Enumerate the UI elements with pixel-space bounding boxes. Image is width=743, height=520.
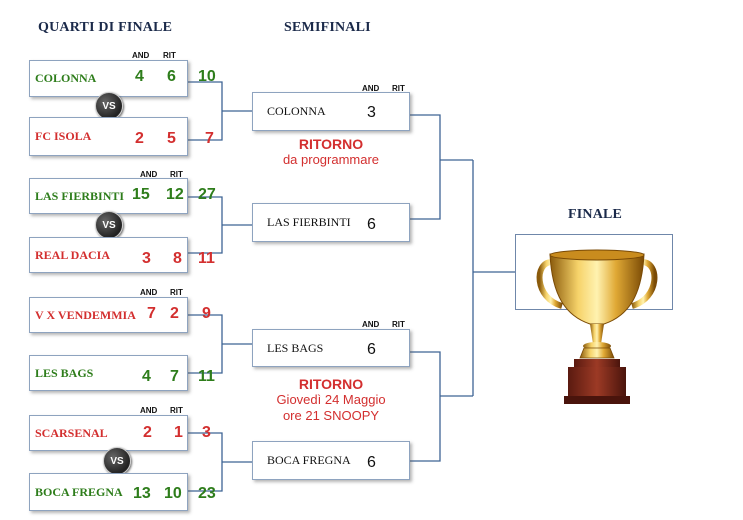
sf1-box: COLONNA 3	[252, 92, 410, 131]
qf2-home-leg2: 12	[166, 186, 184, 203]
qf1-away-total: 7	[205, 130, 214, 147]
note-title: RITORNO	[298, 136, 364, 152]
qf2-home-total: 27	[198, 186, 216, 203]
qf3-away-box: LES BAGS	[29, 355, 188, 391]
qf3-home-leg1: 7	[147, 305, 156, 322]
qf2-home-leg1: 15	[132, 186, 150, 203]
sf3-box: LES BAGS 6	[252, 329, 410, 367]
score-header-first-leg: AND	[140, 288, 158, 297]
connector-sf-top	[410, 114, 441, 220]
qf2-away-total: 11	[198, 250, 215, 267]
team-name: COLONNA	[35, 71, 97, 85]
connector-qf2	[188, 196, 223, 254]
team-name: V X VENDEMMIA	[35, 307, 136, 322]
vs-badge-icon: VS	[95, 92, 123, 120]
note-line: ore 21 SNOOPY	[282, 408, 380, 423]
connector-qf3	[188, 314, 223, 374]
semi-score: 6	[367, 341, 376, 358]
semi-score: 3	[367, 104, 376, 121]
score-header-second-leg: RIT	[392, 84, 405, 93]
qf3-home-box: V X VENDEMMIA	[29, 297, 188, 333]
team-name: REAL DACIA	[35, 247, 111, 262]
score-header-first-leg: AND	[362, 84, 380, 93]
vs-badge-icon: VS	[103, 447, 131, 475]
vs-badge-icon: VS	[95, 211, 123, 239]
qf4-away-leg2: 10	[164, 485, 182, 502]
qf1-home-leg1: 4	[135, 68, 144, 85]
qf4-away-box: BOCA FREGNA	[29, 473, 188, 511]
note-title: RITORNO	[298, 376, 364, 392]
heading-semifinals: SEMIFINALI	[284, 20, 371, 35]
qf3-away-leg2: 7	[170, 368, 179, 385]
team-name: LES BAGS	[35, 365, 94, 380]
score-header-second-leg: RIT	[170, 170, 183, 179]
qf3-home-total: 9	[202, 305, 211, 322]
heading-final: FINALE	[568, 207, 623, 222]
sf-bottom-return-note: RITORNO Giovedì 24 Maggio ore 21 SNOOPY	[258, 376, 404, 424]
qf4-away-leg1: 13	[133, 485, 151, 502]
team-name: BOCA FREGNA	[267, 453, 351, 467]
qf1-home-leg2: 6	[167, 68, 176, 85]
qf3-away-leg1: 4	[142, 368, 151, 385]
semi-score: 6	[367, 216, 376, 233]
qf4-home-box: SCARSENAL	[29, 415, 188, 451]
team-name: FC ISOLA	[35, 129, 92, 143]
qf2-away-leg1: 3	[142, 250, 151, 267]
score-header-first-leg: AND	[132, 51, 150, 60]
team-name: SCARSENAL	[35, 425, 108, 440]
score-header-first-leg: AND	[140, 170, 158, 179]
team-name: BOCA FREGNA	[35, 484, 123, 499]
sf2-box: LAS FIERBINTI 6	[252, 203, 410, 242]
qf1-away-leg2: 5	[167, 130, 176, 147]
team-name: LAS FIERBINTI	[267, 215, 351, 229]
team-name: LAS FIERBINTI	[35, 188, 125, 203]
trophy-icon	[536, 249, 658, 404]
note-line: da programmare	[282, 152, 380, 167]
qf4-away-total: 23	[198, 485, 216, 502]
qf2-away-box: REAL DACIA	[29, 237, 188, 273]
score-header-second-leg: RIT	[170, 406, 183, 415]
qf1-away-box: FC ISOLA	[29, 117, 188, 156]
qf4-home-leg2: 1	[174, 424, 183, 441]
sf-top-return-note: RITORNO da programmare	[258, 136, 404, 168]
connector-sf-bottom	[410, 351, 441, 462]
team-name: LES BAGS	[267, 340, 324, 355]
note-line: Giovedì 24 Maggio	[276, 392, 386, 407]
qf1-home-box: COLONNA	[29, 60, 188, 97]
score-header-first-leg: AND	[362, 320, 380, 329]
qf4-home-total: 3	[202, 424, 211, 441]
team-name: COLONNA	[267, 104, 326, 118]
qf3-home-leg2: 2	[170, 305, 179, 322]
qf2-away-leg2: 8	[173, 250, 182, 267]
score-header-second-leg: RIT	[170, 288, 183, 297]
qf3-away-total: 11	[198, 368, 215, 385]
score-header-first-leg: AND	[140, 406, 158, 415]
qf1-away-leg1: 2	[135, 130, 144, 147]
score-header-second-leg: RIT	[163, 51, 176, 60]
semi-score: 6	[367, 454, 376, 471]
heading-quarter-finals: QUARTI DI FINALE	[38, 20, 173, 35]
qf2-home-box: LAS FIERBINTI	[29, 178, 188, 214]
sf4-box: BOCA FREGNA 6	[252, 441, 410, 480]
score-header-second-leg: RIT	[392, 320, 405, 329]
qf4-home-leg1: 2	[143, 424, 152, 441]
qf1-home-total: 10	[198, 68, 216, 85]
